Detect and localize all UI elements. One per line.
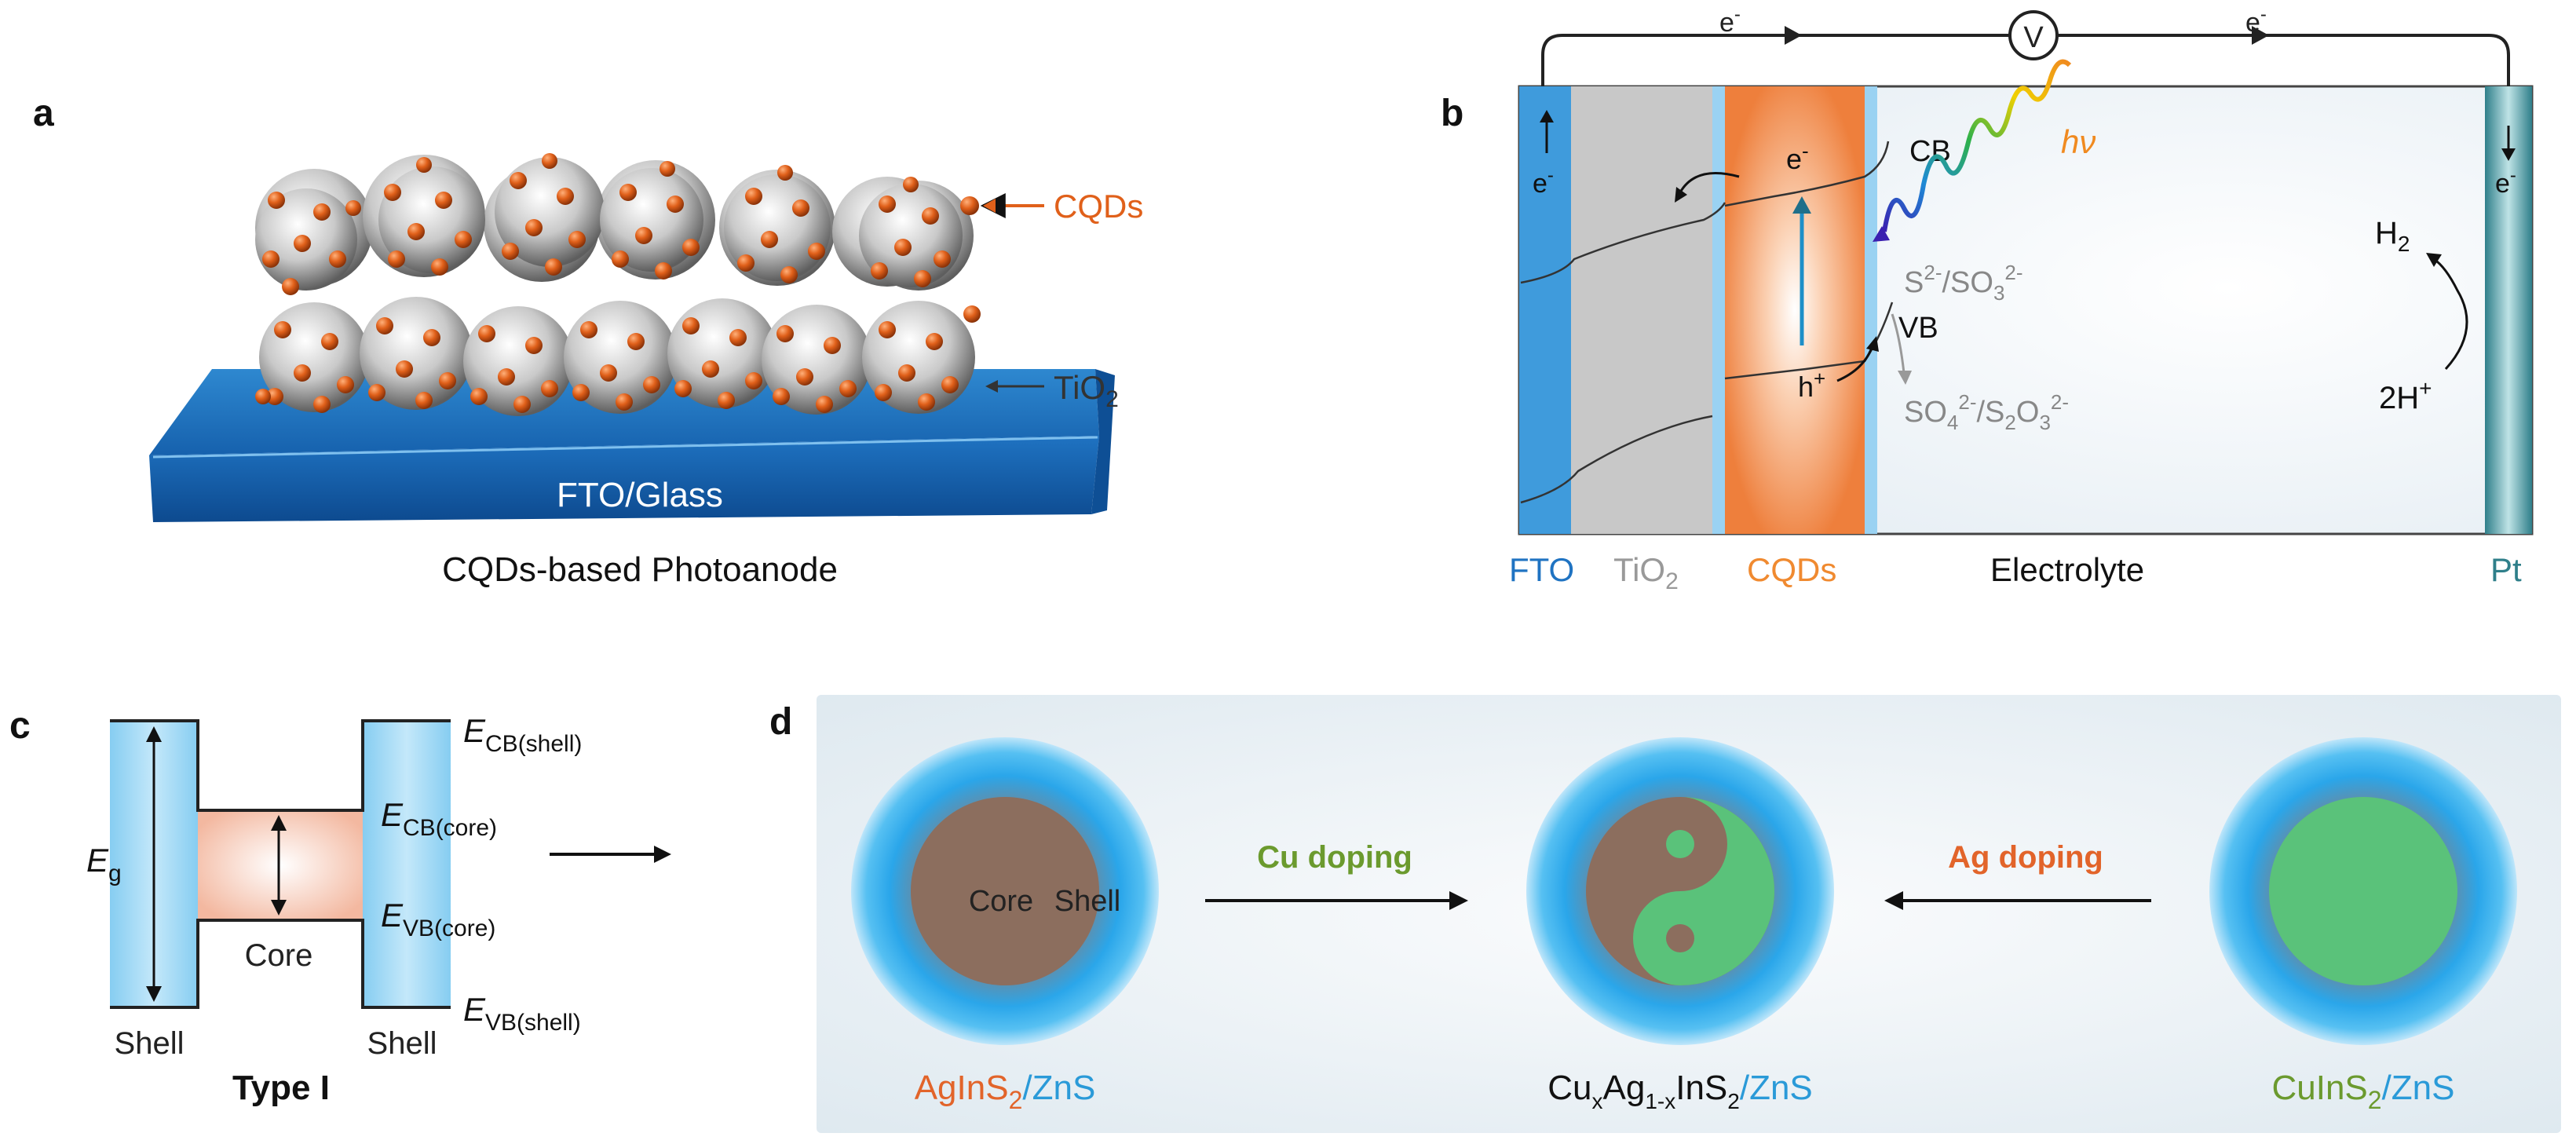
hole-label: h+ xyxy=(1798,367,1825,403)
tio2-layer-label: TiO2 xyxy=(1613,551,1679,594)
ecb-core-label: ECB(core) xyxy=(381,796,497,841)
qd-core-label: Core xyxy=(969,885,1033,918)
cu-doping-arrow xyxy=(1205,891,1468,910)
tio2-label: TiO2 xyxy=(1054,369,1119,412)
bandgap-label: Eg xyxy=(86,842,122,886)
tio2-layer xyxy=(1571,86,1712,534)
evb-shell-label: EVB(shell) xyxy=(463,991,581,1036)
panel-c-letter: c xyxy=(9,705,31,747)
valence-band-edge xyxy=(110,919,451,1009)
qd-cuag-ins2-zns xyxy=(1526,737,1834,1045)
sulfide-sulfite-label: S2-/SO32- xyxy=(1904,261,2023,305)
electrolyte-label: Electrolyte xyxy=(1990,551,2144,588)
fto-layer xyxy=(1519,86,1571,534)
voltmeter-label: V xyxy=(2023,21,2044,54)
vb-label: VB xyxy=(1898,312,1938,345)
panel-c-arrow xyxy=(550,846,671,863)
ag-doping-label: Ag doping xyxy=(1948,840,2103,875)
proton-label: 2H+ xyxy=(2379,376,2432,415)
core-gap-arrow xyxy=(271,815,287,916)
conduction-band-edge xyxy=(110,719,451,812)
fto-electron-arrow xyxy=(1540,110,1554,153)
qd-cuins2-zns xyxy=(2209,737,2517,1045)
right-qd-formula: CuInS2/ZnS xyxy=(2271,1069,2454,1114)
fto-glass-label: FTO/Glass xyxy=(557,476,723,514)
tio2-pointer xyxy=(985,380,1044,393)
cqd-dots xyxy=(255,153,981,413)
photon-wave xyxy=(1873,59,2072,242)
panel-b-letter: b xyxy=(1441,93,1463,134)
photoanode-caption: CQDs-based Photoanode xyxy=(442,550,838,589)
type-label: Type I xyxy=(232,1069,330,1107)
cqds-layer-label: CQDs xyxy=(1747,551,1836,588)
panel-d: d Core Shell Cu doping Ag doping xyxy=(769,695,2561,1133)
electron-injection-arrow xyxy=(1675,172,1740,203)
voltmeter-icon xyxy=(2008,10,2059,60)
sulfate-thiosulfate-label: SO42-/S2O32- xyxy=(1904,390,2069,434)
panel-a-letter: a xyxy=(33,93,54,134)
pt-electron-label: e- xyxy=(2495,165,2516,199)
h2-label: H2 xyxy=(2375,216,2410,256)
photon-energy-label: hν xyxy=(2061,123,2096,160)
interface-left xyxy=(1712,86,1725,534)
core-label: Core xyxy=(245,938,313,973)
qd-shell-label: Shell xyxy=(1054,885,1121,918)
panel-b: b V e- e- e- e- xyxy=(1441,4,2534,594)
shell-left-label: Shell xyxy=(115,1026,185,1061)
left-qd-formula: AgInS2/ZnS xyxy=(915,1069,1096,1114)
panel-c: c Eg ECB(shell) ECB(core) EVB(core) EVB(… xyxy=(9,705,671,1107)
cqds-pointer xyxy=(980,193,1044,218)
fto-layer-label: FTO xyxy=(1509,551,1574,588)
shell-band-right xyxy=(363,721,451,1007)
shell-gap-arrow xyxy=(146,726,162,1002)
pt-electron-arrow xyxy=(2501,126,2516,161)
cqds-layer xyxy=(1725,86,1865,534)
hydrogen-evolution-arrow xyxy=(2426,253,2468,371)
fto-electron-label: e- xyxy=(1533,165,1554,199)
electron-label-circuit-right: e- xyxy=(2245,4,2267,38)
external-circuit xyxy=(1541,10,2510,86)
cu-doping-label: Cu doping xyxy=(1257,840,1412,875)
panel-a: a FTO/Glass xyxy=(33,93,1143,589)
qd-aginS2-zns xyxy=(851,737,1159,1045)
middle-qd-formula: CuxAg1-xInS2/ZnS xyxy=(1547,1069,1813,1113)
excitation-arrow xyxy=(1792,196,1811,345)
ag-doping-arrow xyxy=(1884,891,2151,910)
panel-d-letter: d xyxy=(769,701,792,743)
oxidation-arrow xyxy=(1891,313,1912,385)
evb-core-label: EVB(core) xyxy=(381,897,495,941)
ecb-shell-label: ECB(shell) xyxy=(463,712,582,757)
interface-right xyxy=(1865,86,1877,534)
pt-layer-label: Pt xyxy=(2490,551,2522,588)
cqd-electron-label: e- xyxy=(1786,139,1809,175)
cqds-label: CQDs xyxy=(1054,188,1143,225)
electron-label-circuit-left: e- xyxy=(1719,4,1741,38)
hole-transfer-arrow xyxy=(1836,336,1879,382)
shell-right-label: Shell xyxy=(367,1026,437,1061)
